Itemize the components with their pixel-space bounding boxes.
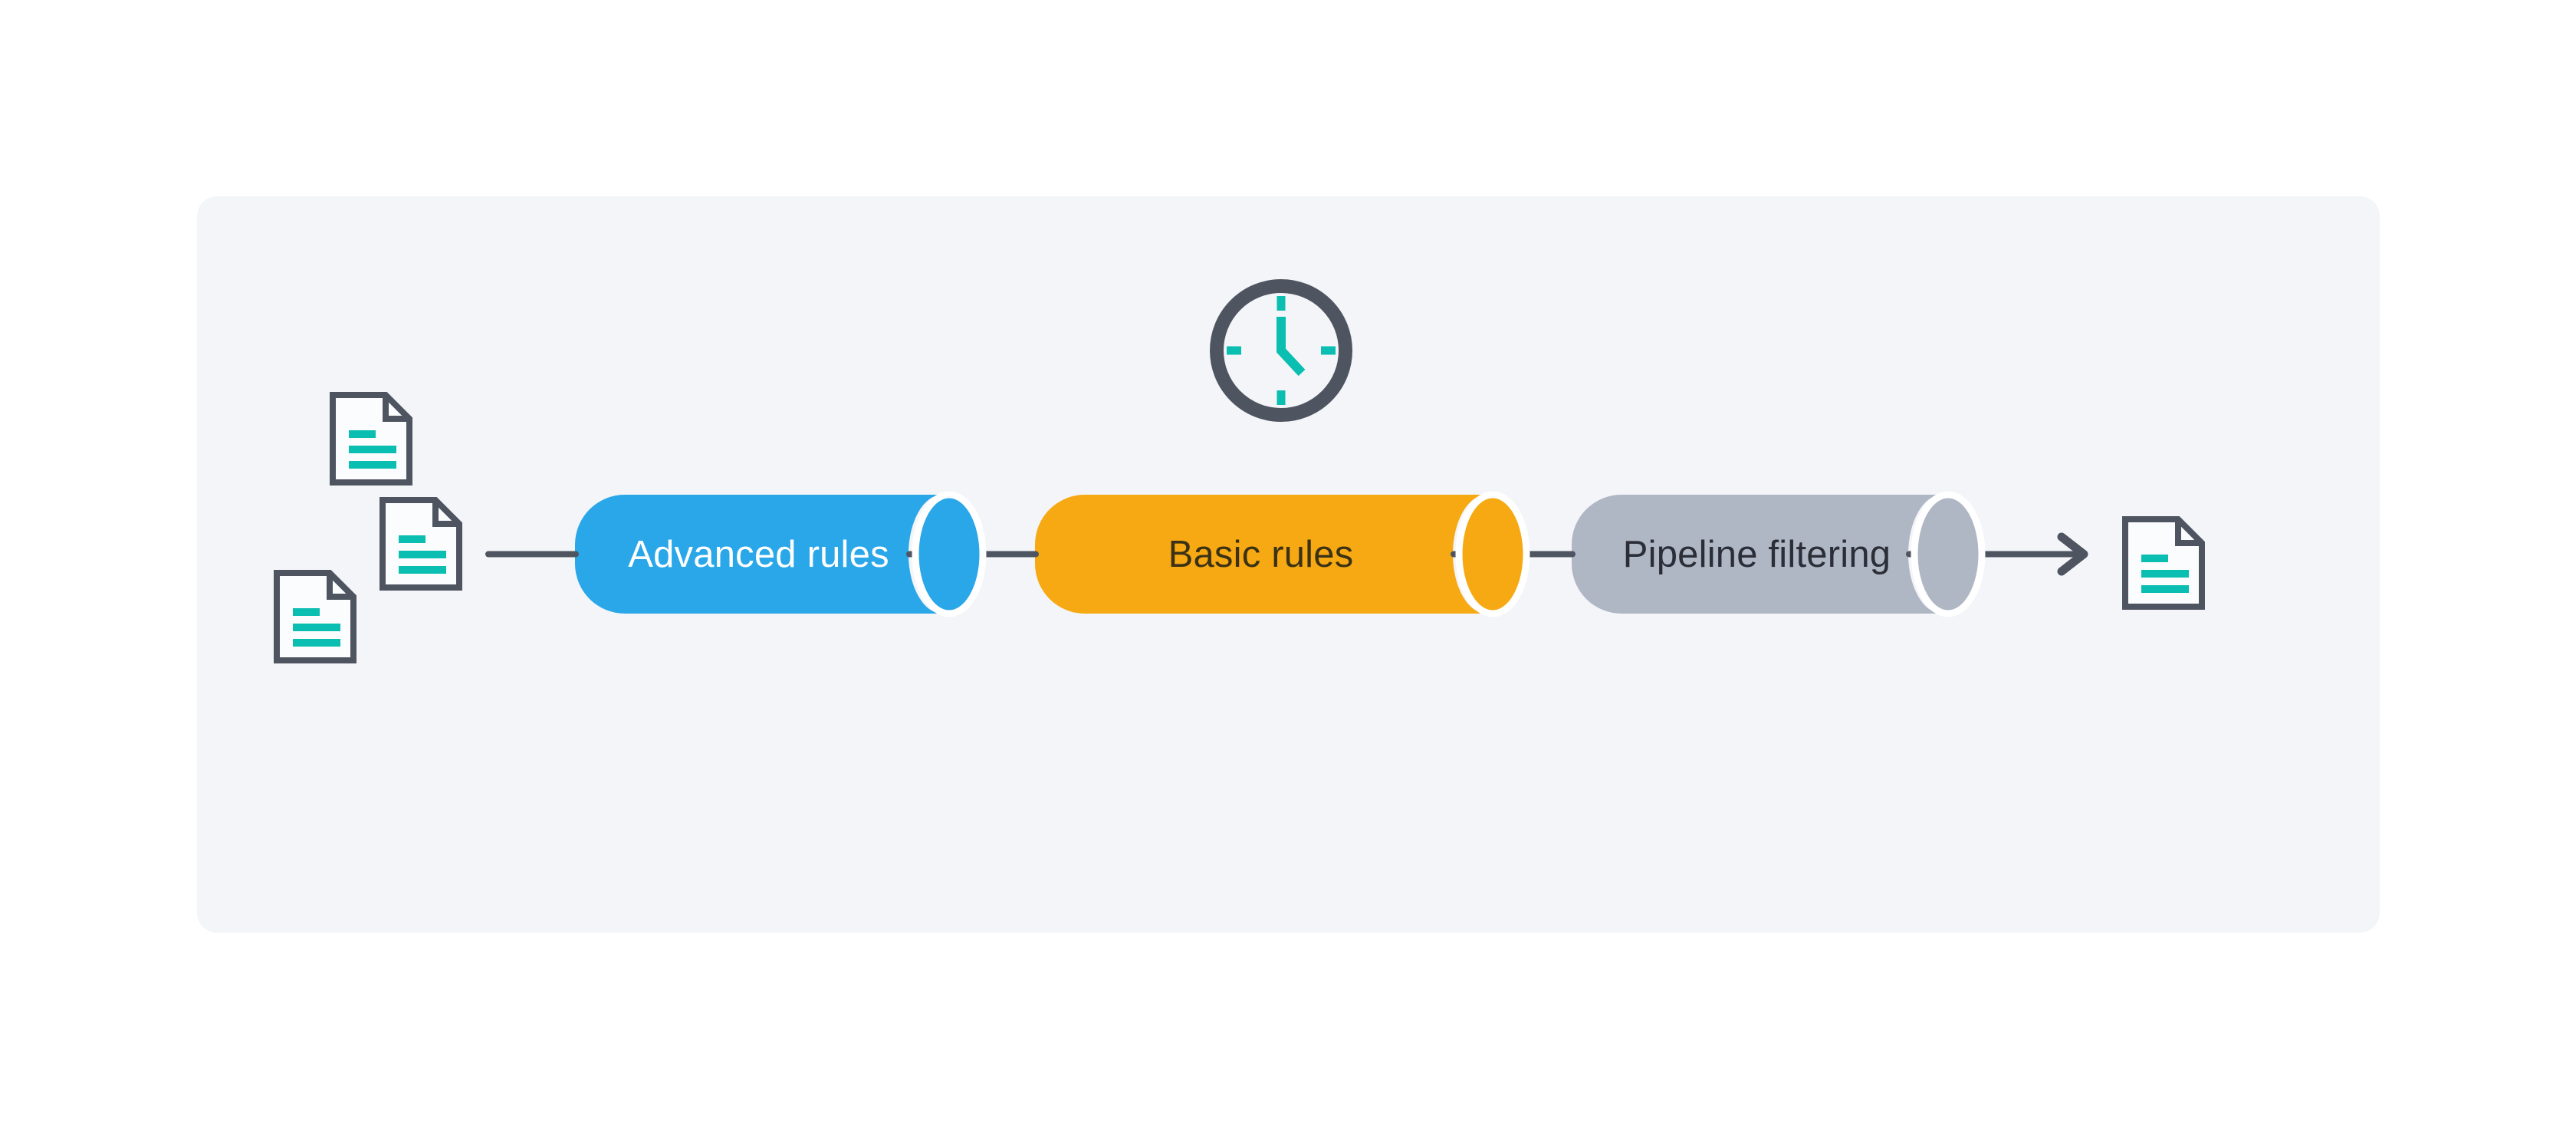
document-text-line bbox=[293, 639, 340, 647]
stage-label-basic-rules: Basic rules bbox=[1168, 533, 1354, 575]
document-text-line bbox=[293, 608, 320, 616]
stage-basic-rules-cap bbox=[1455, 491, 1530, 617]
document-fold-corner bbox=[383, 395, 409, 422]
document-icon bbox=[330, 392, 412, 486]
clock-tick-9 bbox=[1227, 346, 1241, 355]
clock-tick-3 bbox=[1321, 346, 1336, 355]
document-text-line bbox=[399, 535, 426, 543]
stage-basic-rules-body bbox=[1035, 495, 1487, 614]
clock-hands bbox=[1276, 317, 1306, 377]
clock-tick-6 bbox=[1276, 390, 1286, 405]
clock-icon bbox=[1210, 279, 1352, 422]
stage-label-advanced-rules: Advanced rules bbox=[628, 533, 889, 575]
arrow-right-icon bbox=[2057, 532, 2088, 576]
stage-advanced-rules-body bbox=[575, 495, 942, 614]
document-outline bbox=[2122, 516, 2205, 610]
stage-advanced-rules-cap bbox=[912, 491, 987, 617]
document-text-line bbox=[2141, 555, 2168, 562]
diagram-panel: Advanced rules Basic rules Pipeline filt… bbox=[197, 196, 2380, 933]
document-icon bbox=[2122, 516, 2205, 610]
document-text-line bbox=[349, 461, 396, 469]
document-text-line bbox=[349, 446, 396, 453]
document-fold-corner bbox=[327, 573, 353, 600]
document-fold-corner bbox=[2175, 519, 2202, 546]
document-text-line bbox=[399, 551, 446, 558]
document-icon bbox=[380, 497, 462, 591]
pipeline-flow bbox=[485, 491, 2088, 617]
stage-label-pipeline-filtering: Pipeline filtering bbox=[1622, 533, 1891, 575]
clock-tick-12 bbox=[1276, 296, 1286, 311]
document-text-line bbox=[2141, 585, 2189, 593]
document-fold-corner bbox=[432, 500, 459, 527]
stage-pipeline-filtering-body bbox=[1572, 495, 1942, 614]
document-text-line bbox=[293, 624, 340, 631]
clock-rim bbox=[1210, 279, 1352, 422]
document-text-line bbox=[399, 566, 446, 574]
document-text-line bbox=[349, 430, 376, 438]
stage-pipeline-filtering-cap bbox=[1911, 491, 1986, 617]
document-icon bbox=[274, 570, 356, 663]
document-text-line bbox=[2141, 570, 2189, 578]
